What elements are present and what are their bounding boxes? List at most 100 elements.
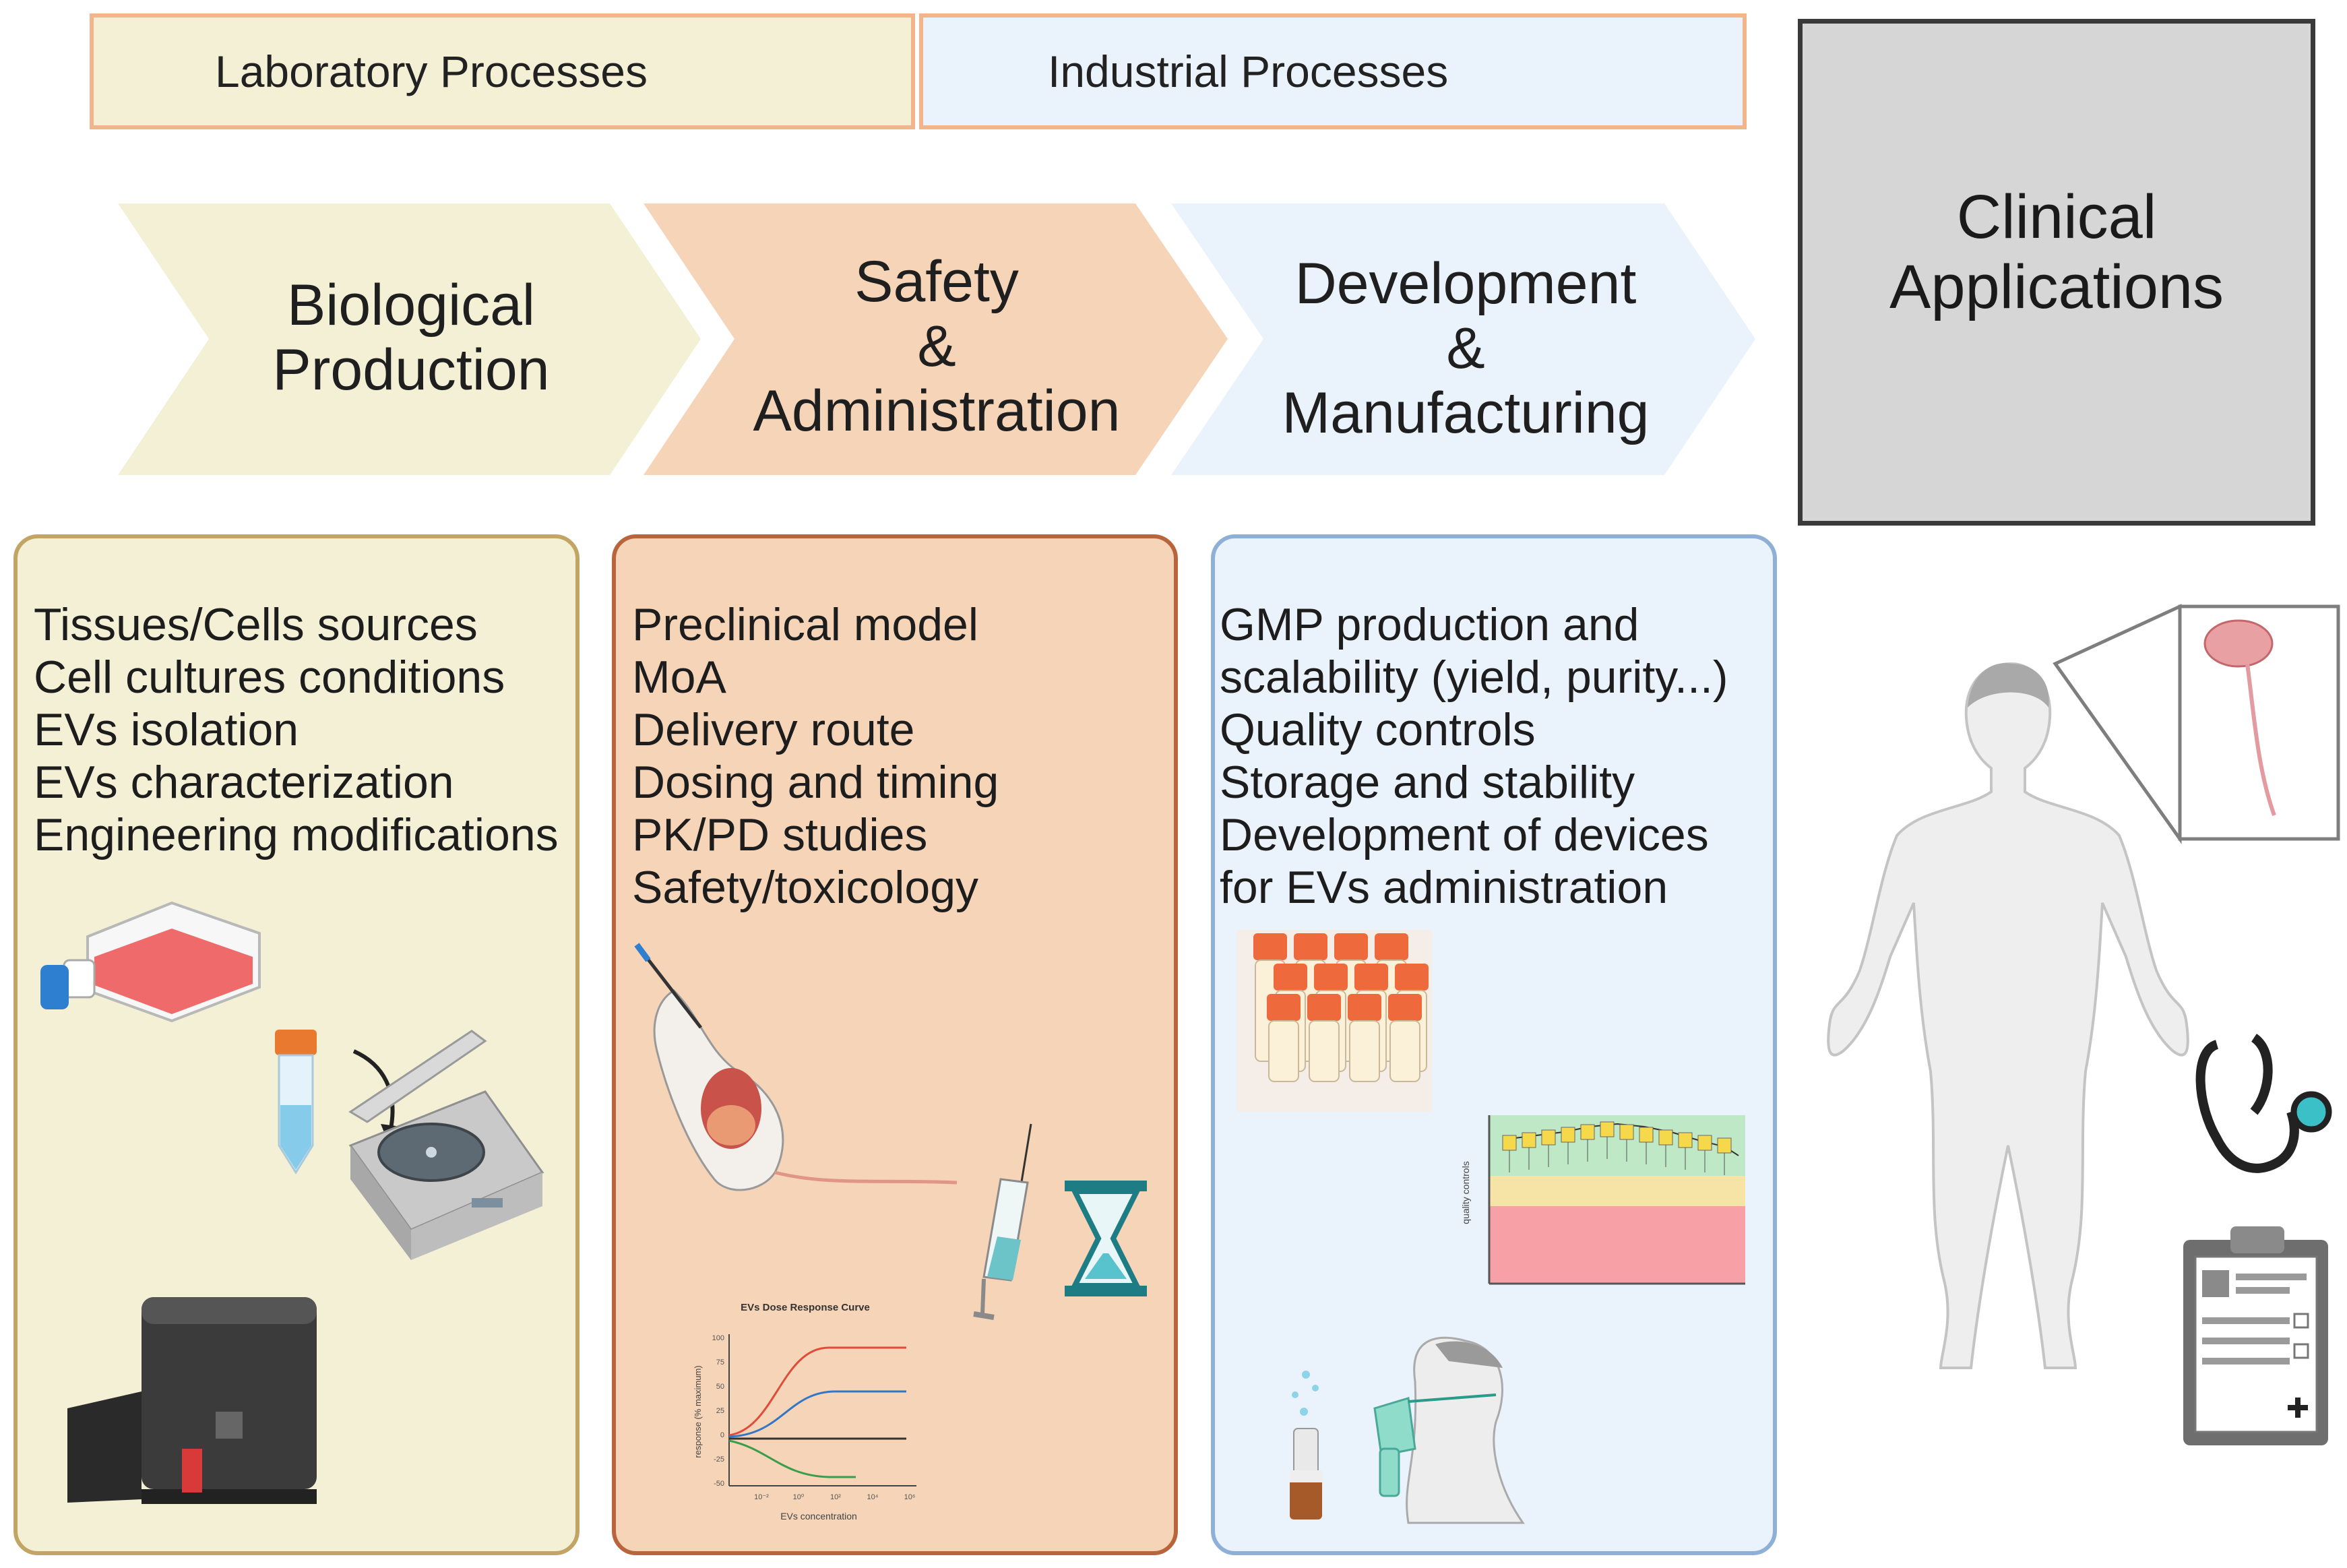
- list-item: Engineering modifications: [34, 809, 559, 860]
- dose-chart-ytick: 25: [716, 1407, 724, 1415]
- clinical-line: Applications: [1889, 253, 2224, 321]
- industrial-processes-header: Industrial Processes: [919, 13, 1747, 129]
- dose-chart-ytick: -25: [714, 1455, 724, 1464]
- dose-chart-xtick: 10⁶: [904, 1493, 916, 1501]
- preclinical-mouse-icon: [634, 943, 958, 1191]
- dose-response-chart-icon: EVs Dose Response Curve 100 75 50 25 0 -25 -50…: [693, 1302, 916, 1522]
- qc-box: [1502, 1135, 1517, 1151]
- tube-cap: [1253, 933, 1287, 960]
- arrow-safety-administration: [644, 203, 1228, 475]
- tube-cap: [1267, 994, 1301, 1021]
- stage-line: &: [1446, 316, 1485, 381]
- stage-line: Administration: [753, 379, 1121, 443]
- stage-line: Manufacturing: [1282, 381, 1650, 445]
- stage-line: Development: [1294, 251, 1637, 316]
- centrifuge-icon: [348, 1030, 544, 1260]
- list-item: Development of devices: [1220, 809, 1709, 860]
- list-item: Dosing and timing: [632, 757, 999, 808]
- clinical-applications-title: Clinical Applications: [1803, 182, 2311, 322]
- tube-body: [1389, 1020, 1420, 1082]
- arrow-development-manufacturing: [1171, 203, 1755, 475]
- qc-box: [1717, 1137, 1732, 1154]
- culture-flask-icon: [40, 901, 261, 1023]
- list-item: Preclinical model: [632, 599, 978, 650]
- clinical-line: Clinical: [1956, 183, 2157, 251]
- qc-box: [1639, 1127, 1654, 1143]
- qc-box: [1522, 1132, 1536, 1148]
- stage-biological-production: Biological Production: [209, 273, 613, 402]
- list-item: EVs isolation: [34, 704, 299, 755]
- qc-box: [1541, 1129, 1556, 1146]
- list-item: Cell cultures conditions: [34, 652, 505, 703]
- dose-chart-xtick: 10⁰: [793, 1493, 805, 1501]
- qc-box: [1619, 1124, 1634, 1140]
- dose-chart-ytick: 75: [716, 1358, 724, 1367]
- brain-spinal-cord-icon: [2053, 604, 2340, 844]
- list-item: MoA: [632, 652, 726, 703]
- qc-box: [1697, 1135, 1712, 1151]
- list-item: EVs characterization: [34, 757, 454, 808]
- tube-cap: [1375, 933, 1408, 960]
- laboratory-processes-label: Laboratory Processes: [215, 46, 648, 96]
- tube-cap: [1395, 964, 1429, 991]
- safety-administration-list: Preclinical model MoA Delivery route Dos…: [632, 598, 999, 914]
- list-item: PK/PD studies: [632, 809, 928, 860]
- tube-cap: [1348, 994, 1381, 1021]
- tube-cap: [1274, 964, 1307, 991]
- industrial-processes-label: Industrial Processes: [1048, 46, 1449, 96]
- stage-development-manufacturing: Development & Manufacturing: [1250, 251, 1681, 445]
- list-item: Delivery route: [632, 704, 915, 755]
- dose-chart-ytick: -50: [714, 1480, 724, 1488]
- stage-safety-administration: Safety & Administration: [734, 249, 1139, 443]
- human-body-icon: [1827, 662, 2189, 1369]
- dose-chart-ytick: 0: [720, 1431, 724, 1439]
- tube-cap: [1307, 994, 1341, 1021]
- qc-box: [1561, 1127, 1575, 1143]
- tube-cap: [1334, 933, 1368, 960]
- laboratory-processes-header: Laboratory Processes: [90, 13, 915, 129]
- list-item: Safety/toxicology: [632, 862, 979, 913]
- nebulizer-mask-icon: [1373, 1336, 1525, 1524]
- stage-line: Safety: [854, 249, 1019, 314]
- arrow-biological-production: [118, 203, 701, 475]
- tube-body: [1349, 1020, 1380, 1082]
- syringe-icon: [973, 1123, 1032, 1320]
- clinical-applications-box: Clinical Applications: [1798, 19, 2315, 526]
- green-series: [728, 1439, 856, 1478]
- stage-line: Production: [272, 338, 550, 402]
- tube-cap: [1388, 994, 1422, 1021]
- dose-chart-xtick: 10²: [830, 1493, 841, 1501]
- falcon-tube-icon: [275, 1030, 317, 1174]
- development-manufacturing-list: GMP production and scalability (yield, p…: [1220, 598, 1728, 914]
- qc-box: [1600, 1121, 1615, 1137]
- dose-chart-ytick: 50: [716, 1383, 724, 1391]
- stage-line: &: [917, 314, 956, 379]
- qc-box: [1678, 1132, 1693, 1148]
- hourglass-icon: [1065, 1181, 1147, 1296]
- stage-arrows: [118, 203, 1755, 475]
- dose-chart-xtick: 10⁻²: [754, 1493, 769, 1501]
- dose-chart-title: EVs Dose Response Curve: [741, 1302, 870, 1313]
- nasal-spray-icon: [1290, 1371, 1322, 1519]
- tube-cap: [1294, 933, 1327, 960]
- biological-production-list: Tissues/Cells sources Cell cultures cond…: [34, 598, 559, 861]
- stethoscope-icon: [2195, 1034, 2332, 1173]
- sample-tubes-icon: [1237, 930, 1432, 1112]
- tube-cap: [1314, 964, 1348, 991]
- blue-series: [728, 1390, 906, 1438]
- tube-body: [1268, 1020, 1299, 1082]
- nanoparticle-analyzer-icon: [67, 1297, 317, 1504]
- qc-box: [1580, 1124, 1595, 1140]
- dose-chart-xlabel: EVs concentration: [780, 1511, 857, 1522]
- qc-chart-ylabel: quality controls: [1460, 1161, 1471, 1224]
- list-item: GMP production and: [1220, 599, 1639, 650]
- stage-line: Biological: [286, 273, 536, 338]
- clipboard-icon: [2183, 1226, 2328, 1445]
- quality-control-chart-icon: quality controls: [1460, 1115, 1745, 1285]
- list-item: Quality controls: [1220, 704, 1536, 755]
- list-item: scalability (yield, purity...): [1220, 652, 1728, 703]
- list-item: Tissues/Cells sources: [34, 599, 478, 650]
- tube-cap: [1354, 964, 1388, 991]
- dose-chart-ytick: 100: [712, 1334, 724, 1342]
